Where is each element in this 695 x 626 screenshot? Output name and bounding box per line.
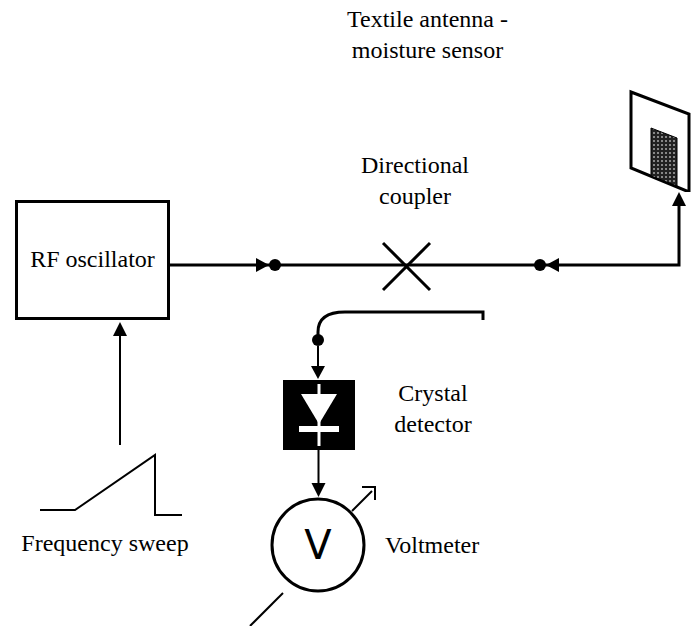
arrow-head xyxy=(311,366,325,379)
box-label: RF oscillator xyxy=(20,244,165,275)
connector xyxy=(312,450,326,497)
detector-label: Crystal detector xyxy=(378,378,488,440)
antenna-plate xyxy=(325,4,691,192)
meter-arrow xyxy=(352,491,372,511)
coupler-symbol xyxy=(318,243,483,338)
sweep-label: Frequency sweep xyxy=(20,528,190,559)
meter-label: Voltmeter xyxy=(385,530,479,561)
meter-arrow xyxy=(250,593,283,626)
coupler-label: Directional coupler xyxy=(330,150,500,212)
coupled-line xyxy=(317,346,319,368)
antenna-sensor: Textile antenna - moisture sensor xyxy=(325,4,691,192)
detector-box: Crystal detector xyxy=(283,380,355,450)
oscillator-box: RF oscillator xyxy=(15,200,170,320)
diode-symbol xyxy=(283,380,355,450)
meter-symbol: V xyxy=(270,497,366,593)
arrow-head xyxy=(113,322,127,336)
sawtooth-signal xyxy=(40,455,182,515)
port-dot xyxy=(312,334,324,346)
voltmeter-circle: VVoltmeter xyxy=(270,497,366,593)
antenna-label: Textile antenna - moisture sensor xyxy=(325,4,530,66)
sweep-arrow xyxy=(119,334,121,445)
arrow-head xyxy=(362,487,375,500)
